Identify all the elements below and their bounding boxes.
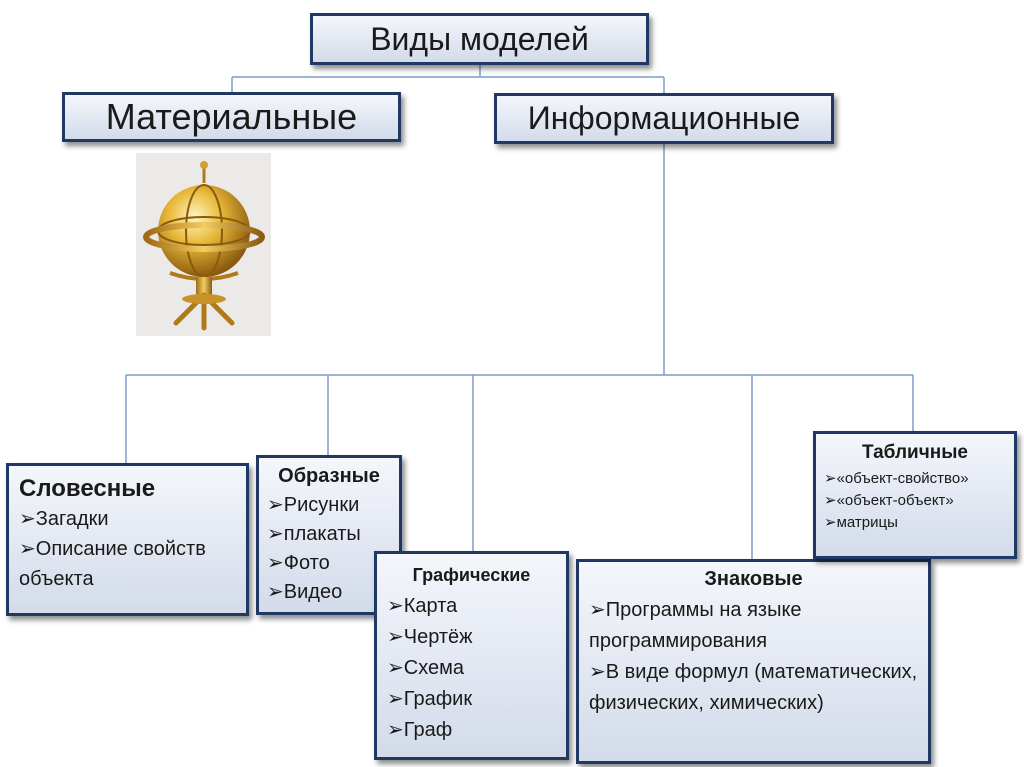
globe-icon — [136, 153, 271, 336]
list-item: ➢Описание свойств объекта — [19, 538, 206, 590]
list-item: ➢«объект-объект» — [824, 492, 954, 509]
list-item: ➢плакаты — [267, 523, 361, 545]
list-item: ➢Рисунки — [267, 494, 360, 516]
list-item: ➢Загадки — [19, 508, 109, 530]
informational-label: Информационные — [527, 100, 801, 136]
obraznye-title: Образные — [278, 465, 380, 487]
znakovye-node: Знаковые ➢Программы на языке программиро… — [576, 559, 931, 764]
tablichnye-node: Табличные ➢«объект-свойство» ➢«объект-об… — [813, 431, 1017, 559]
list-item: ➢Схема — [387, 657, 464, 679]
material-label: Материальные — [105, 96, 358, 137]
list-item: ➢Видео — [267, 581, 343, 603]
material-node: Материальные — [62, 92, 401, 142]
list-item: ➢«объект-свойство» — [824, 470, 969, 487]
list-item: ➢В виде формул (математических, физическ… — [589, 661, 918, 714]
graficheskie-title: Графические — [412, 565, 531, 585]
slovesnye-title: Словесные — [19, 475, 156, 502]
root-label: Виды моделей — [370, 21, 589, 57]
znakovye-title: Знаковые — [704, 568, 803, 590]
root-node: Виды моделей — [310, 13, 649, 65]
list-item: ➢Карта — [387, 595, 458, 617]
graficheskie-node: Графические ➢Карта ➢Чертёж ➢Схема ➢Графи… — [374, 551, 569, 760]
list-item: ➢Фото — [267, 552, 330, 574]
list-item: ➢Чертёж — [387, 626, 473, 648]
list-item: ➢Программы на языке программирования — [589, 599, 802, 652]
slovesnye-node: Словесные ➢Загадки ➢Описание свойств объ… — [6, 463, 249, 616]
tablichnye-title: Табличные — [861, 442, 968, 463]
informational-node: Информационные — [494, 93, 834, 144]
list-item: ➢Граф — [387, 719, 453, 741]
list-item: ➢матрицы — [824, 514, 898, 531]
list-item: ➢График — [387, 688, 473, 710]
